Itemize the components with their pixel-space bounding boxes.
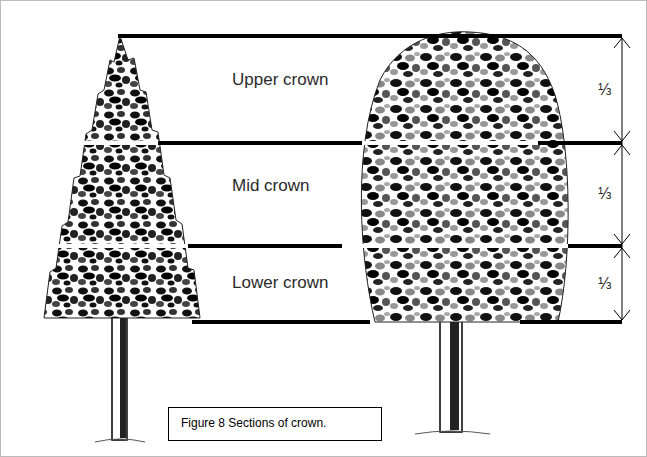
crown-section-label: Mid crown (232, 176, 309, 196)
section-gaps (55, 143, 572, 246)
ground (415, 431, 490, 434)
crown-section-label: Lower crown (232, 273, 328, 293)
section-fraction: ⅓ (598, 81, 611, 99)
dimension-arrows (614, 38, 630, 320)
broadleaf-crown (361, 32, 568, 322)
section-fraction: ⅓ (598, 185, 611, 203)
section-lines (118, 36, 622, 322)
trunk (112, 316, 127, 440)
trunk-shade (120, 318, 126, 438)
trunk-shade (450, 320, 459, 430)
conifer-crown (44, 36, 200, 318)
section-fraction: ⅓ (598, 275, 611, 293)
trunk (440, 318, 462, 432)
caption-box: Figure 8 Sections of crown. (168, 407, 382, 441)
crown-section-label: Upper crown (232, 70, 328, 90)
ground (95, 439, 145, 442)
figure-caption: Figure 8 Sections of crown. (181, 416, 326, 430)
